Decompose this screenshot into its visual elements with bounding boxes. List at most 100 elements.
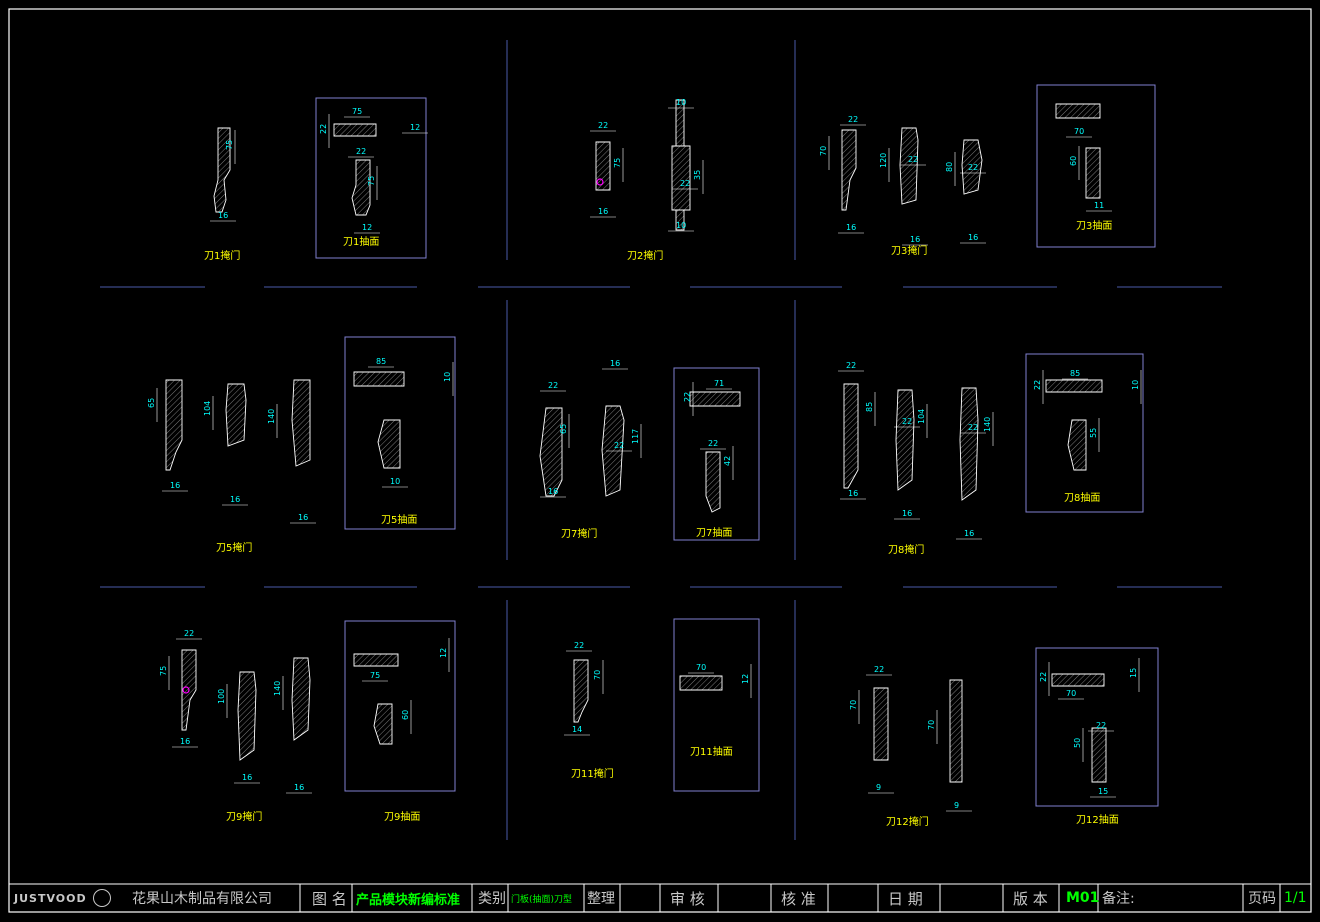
dim-s1-3: 22 <box>319 124 328 134</box>
dim-s9-2: 16 <box>180 737 190 746</box>
dim-s1-6: 75 <box>367 176 376 186</box>
dim-s12-4: 9 <box>954 801 959 810</box>
profile-s11-1 <box>679 675 723 691</box>
label-s9-profile: 刀9掩门 <box>226 810 262 823</box>
profile-s12-1 <box>949 679 963 783</box>
version-label: 版 本 <box>1013 889 1048 908</box>
dim-s11-0: 22 <box>574 641 584 650</box>
profile-s8-1 <box>895 389 915 491</box>
label-s11-profile: 刀11掩门 <box>571 767 614 780</box>
dim-s7-9: 42 <box>723 456 732 466</box>
dim-s8-0: 22 <box>846 361 856 370</box>
dim-s3-0: 22 <box>848 115 858 124</box>
dim-s9-6: 16 <box>294 783 304 792</box>
profile-s3-2 <box>961 139 983 195</box>
company-name: 花果山木制品有限公司 <box>132 891 272 907</box>
logo-icon <box>92 889 111 907</box>
drawing-name: 产品模块新编标准 <box>356 892 461 908</box>
profile-s5-2 <box>291 379 311 467</box>
dim-s2-5: 22 <box>680 179 690 188</box>
label-s1-profile: 刀1掩门 <box>204 249 240 262</box>
profile-s8-2 <box>959 387 979 501</box>
dim-s12-5: 22 <box>1039 672 1048 682</box>
dim-s3-5: 16 <box>910 235 920 244</box>
title-block-separators <box>299 884 1281 912</box>
dim-s8-8: 16 <box>964 529 974 538</box>
profile-s5-3 <box>353 371 405 387</box>
label-s5-profile: 刀5掩门 <box>216 541 252 554</box>
dim-s12-1: 70 <box>849 700 858 710</box>
dim-s12-8: 22 <box>1096 721 1106 730</box>
profile-s8-4 <box>1067 419 1087 471</box>
profile-s2-3 <box>675 209 685 231</box>
dim-s7-3: 16 <box>610 359 620 368</box>
dim-s3-9: 70 <box>1074 127 1084 136</box>
dim-s9-5: 140 <box>273 681 282 696</box>
dim-s2-1: 75 <box>613 158 622 168</box>
label-s12-section: 刀12抽面 <box>1076 813 1119 826</box>
dim-s12-9: 50 <box>1073 738 1082 748</box>
logo: JUSTVOOD <box>14 884 114 912</box>
profile-s11-0 <box>573 659 589 723</box>
drawing-name-label: 图 名 <box>312 889 347 908</box>
dim-s1-5: 22 <box>356 147 366 156</box>
profile-s2-2 <box>675 99 685 147</box>
dim-s3-2: 16 <box>846 223 856 232</box>
arrange-label: 整理 <box>587 891 615 907</box>
dim-s3-3: 120 <box>879 153 888 168</box>
label-s7-section: 刀7抽面 <box>696 526 732 539</box>
label-s8-section: 刀8抽面 <box>1064 491 1100 504</box>
dim-s3-8: 16 <box>968 233 978 242</box>
profile-s5-0 <box>165 379 183 471</box>
dim-s8-12: 55 <box>1089 428 1098 438</box>
dim-s8-7: 140 <box>983 417 992 432</box>
date-label: 日 期 <box>888 889 923 908</box>
label-s12-profile: 刀12掩门 <box>886 815 929 828</box>
dim-s9-7: 12 <box>439 648 448 658</box>
dim-s5-4: 140 <box>267 409 276 424</box>
profile-s12-2 <box>1051 673 1105 687</box>
dim-s1-7: 12 <box>362 223 372 232</box>
label-s7-profile: 刀7掩门 <box>561 527 597 540</box>
label-s2-profile: 刀2掩门 <box>627 249 663 262</box>
profile-s8-0 <box>843 383 859 489</box>
profile-s12-3 <box>1091 727 1107 783</box>
profile-s3-4 <box>1085 147 1101 199</box>
dim-s7-7: 22 <box>683 392 692 402</box>
label-s11-section: 刀11抽面 <box>690 745 733 758</box>
dim-s8-4: 104 <box>917 409 926 424</box>
dim-s9-3: 100 <box>217 689 226 704</box>
approve-label: 核 准 <box>781 889 816 908</box>
category-label: 类别 <box>478 891 506 907</box>
dim-s8-6: 22 <box>968 423 978 432</box>
version-value: M01 <box>1066 890 1100 906</box>
dim-s11-4: 12 <box>741 674 750 684</box>
dim-s12-7: 70 <box>1066 689 1076 698</box>
profile-s3-0 <box>841 129 857 211</box>
profile-s12-0 <box>873 687 889 761</box>
profile-s9-3 <box>353 653 399 667</box>
label-s8-profile: 刀8掩门 <box>888 543 924 556</box>
dim-s7-5: 117 <box>631 429 640 444</box>
dim-s2-6: 10 <box>676 221 686 230</box>
label-s3-section: 刀3抽面 <box>1076 219 1112 232</box>
section-labels: 刀1掩门 刀1抽面 刀2掩门 刀3掩门 刀3抽面 刀5掩门 刀5抽面 刀7掩门 … <box>204 219 1119 828</box>
dim-s2-3: 10 <box>676 98 686 107</box>
dim-s5-5: 16 <box>298 513 308 522</box>
dim-s11-3: 70 <box>696 663 706 672</box>
dim-s5-7: 10 <box>443 372 452 382</box>
page-label: 页码 <box>1248 891 1276 907</box>
label-s9-section: 刀9抽面 <box>384 810 420 823</box>
dim-s8-5: 16 <box>902 509 912 518</box>
profile-s7-3 <box>705 451 721 513</box>
dim-s3-1: 70 <box>819 146 828 156</box>
label-s5-section: 刀5抽面 <box>381 513 417 526</box>
profile-s2-0 <box>595 141 611 191</box>
dim-s5-6: 85 <box>376 357 386 366</box>
accent-mark-s2 <box>596 178 604 186</box>
dim-s2-0: 22 <box>598 121 608 130</box>
section-boxes <box>315 84 1159 807</box>
profile-s1-1 <box>333 123 377 137</box>
grid-lines <box>100 40 1222 840</box>
